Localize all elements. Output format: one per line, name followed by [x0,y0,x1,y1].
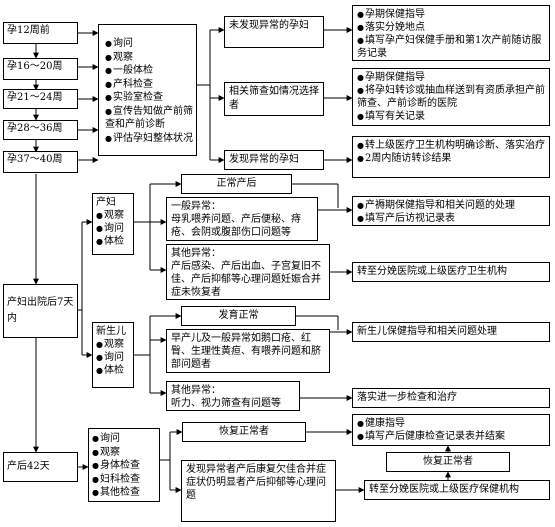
recovered-label: 恢复正常者 [219,426,269,437]
stage-box-before-12w: 孕12周前 [3,22,78,44]
stage-label: 孕12周前 [7,25,50,36]
action-item: 填写有关记录 [357,110,545,123]
postnatal-check-item: 身体检查 [92,459,156,473]
newborn-care-label: 新生儿保健指导和相关问题处理 [357,326,497,337]
recovered-actions: 健康指导 填写产后健康检查记录表并结案 [352,414,550,446]
action-item: 将孕妇转诊或抽血样送到有资质承担产前筛查、产前诊断的医院 [357,84,545,110]
postnatal-referral-box: 转至分娩医院或上级医疗保健机构 [364,480,550,500]
care-item: 产科检查 [105,78,193,92]
mother-referral-label: 转至分娩医院或上级医疗卫生机构 [357,266,507,277]
newborn-followup-box: 落实进一步检查和治疗 [352,388,550,408]
newborn-check-item: 体检 [96,364,130,377]
newborn-followup-label: 落实进一步检查和治疗 [357,392,457,403]
outcome-abnormality: 发现异常的孕妇 [224,150,324,170]
newborn-care-box: 新生儿保健指导和相关问题处理 [352,322,550,342]
outcome-label: 未发现异常的孕妇 [229,20,309,31]
outcome-no-abnormality: 未发现异常的孕妇 [224,16,324,48]
newborn-box: 新生儿 观察 询问 体检 [92,322,134,388]
action-item: 孕期保健指导 [357,71,545,84]
mother-check-item: 观察 [96,209,130,222]
newborn-other-box: 其他异常： 听力、视力筛查有问题等 [166,381,300,411]
newborn-problem-box: 早产儿及一般异常如鹅口疮、红臀、生理性黄疸、有喂养问题和脐部问题者 [166,329,330,373]
action-item: 落实分娩地点 [357,21,545,34]
care-item: 实验室检查 [105,91,193,105]
postpartum-mother-box: 产妇 观察 询问 体检 [92,193,134,255]
prenatal-care-list: 询问 观察 一般体检 产科检查 实验室检查 宣传告知做产前筛查和产前诊断 评估孕… [98,24,197,156]
care-item: 宣传告知做产前筛查和产前诊断 [105,105,193,132]
postnatal-abnormal-detail: 发现异常者产后康复欠佳合并症症状仍明显者产后抑郁等心理问题 [186,464,326,501]
outcome-label: 发现异常的孕妇 [229,154,299,165]
postnatal42-checks: 询问 观察 身体检查 妇科检查 其他检查 [88,428,160,502]
stage-box-16-20w: 孕16～20周 [3,58,78,80]
newborn-normal-label: 发育正常 [218,310,259,321]
care-item: 评估孕妇整体状况 [105,132,193,146]
action-item: 健康指导 [357,417,545,430]
postnatal-check-item: 观察 [92,446,156,460]
postnatal-abnormal-box: 发现异常者产后康复欠佳合并症症状仍明显者产后抑郁等心理问题 [181,460,336,522]
newborn-other-detail: 听力、视力筛查有问题等 [171,398,281,409]
care-item: 询问 [105,37,193,51]
action-item: 转上级医疗卫生机构明确诊断、落实治疗 [357,139,545,152]
newborn-check-item: 观察 [96,338,130,351]
newborn-title: 新生儿 [96,326,126,337]
stage-label: 孕28～36周 [7,123,63,134]
action-item: 2周内随访转诊结果 [357,152,545,165]
mother-general-abnormal-box: 一般异常： 母乳喂养问题、产后便秘、痔疮、会阴或腹部伤口问题等 [166,197,318,241]
mother-normal-label: 正常产后 [216,178,257,189]
action-item: 产褥期保健指导和相关问题的处理 [357,199,545,212]
newborn-check-item: 询问 [96,351,130,364]
action-item: 孕期保健指导 [357,8,545,21]
mother-check-item: 体检 [96,235,130,248]
stage-label: 产后42天 [7,461,50,472]
actions-normal-pregnancy: 孕期保健指导 落实分娩地点 填写孕产妇保健手册和第1次产前随访服务记录 [352,5,550,61]
general-abnormal-title: 一般异常： [171,201,221,212]
stage-label: 孕37～40周 [7,154,63,165]
postnatal-check-item: 妇科检查 [92,473,156,487]
stage-box-28-36w: 孕28～36周 [3,120,78,140]
general-abnormal-detail: 母乳喂养问题、产后便秘、痔疮、会阴或腹部伤口问题等 [171,214,301,238]
stage-box-discharge-7d: 产妇出院后7天内 [3,284,78,338]
stage-label: 产妇出院后7天内 [7,297,74,324]
mother-normal-box: 正常产后 [181,174,292,194]
outcome-label: 相关筛查如情况选择者 [229,86,319,111]
stage-box-postpartum-42d: 产后42天 [3,452,78,482]
stage-label: 孕16～20周 [7,61,63,72]
stage-box-37-40w: 孕37～40周 [3,151,78,173]
care-item: 观察 [105,51,193,65]
other-abnormal-title: 其他异常： [171,248,221,259]
actions-abnormal: 转上级医疗卫生机构明确诊断、落实治疗 2周内随访转诊结果 [352,136,550,178]
recovered-box: 恢复正常者 [182,422,306,442]
recovered-box-2: 恢复正常者 [386,452,510,472]
action-item: 填写产后健康检查记录表并结案 [357,430,545,443]
mother-other-abnormal-box: 其他异常： 产后感染、产后出血、子宫复旧不佳、产后抑郁等心理问题妊娠合并症未恢复… [166,244,330,300]
recovered-label-2: 恢复正常者 [423,456,473,467]
mother-referral-box: 转至分娩医院或上级医疗卫生机构 [352,262,550,282]
action-item: 填写产后访视记录表 [357,212,545,225]
other-abnormal-detail: 产后感染、产后出血、子宫复旧不佳、产后抑郁等心理问题妊娠合并症未恢复者 [171,261,321,298]
mother-title: 产妇 [96,197,116,208]
actions-screening: 孕期保健指导 将孕妇转诊或抽血样送到有资质承担产前筛查、产前诊断的医院 填写有关… [352,68,550,126]
mother-check-item: 询问 [96,222,130,235]
stage-label: 孕21～24周 [7,92,63,103]
action-item: 填写孕产妇保健手册和第1次产前随访服务记录 [357,34,545,60]
postnatal-check-item: 其他检查 [92,486,156,500]
postnatal-referral-label: 转至分娩医院或上级医疗保健机构 [369,484,519,495]
outcome-screening-choice: 相关筛查如情况选择者 [224,82,324,116]
newborn-normal-box: 发育正常 [181,306,296,326]
postnatal-check-item: 询问 [92,432,156,446]
mother-general-actions: 产褥期保健指导和相关问题的处理 填写产后访视记录表 [352,196,550,226]
care-item: 一般体检 [105,64,193,78]
stage-box-21-24w: 孕21～24周 [3,89,78,109]
newborn-problem-detail: 早产儿及一般异常如鹅口疮、红臀、生理性黄疸、有喂养问题和脐部问题者 [171,333,321,370]
newborn-other-title: 其他异常： [171,385,221,396]
